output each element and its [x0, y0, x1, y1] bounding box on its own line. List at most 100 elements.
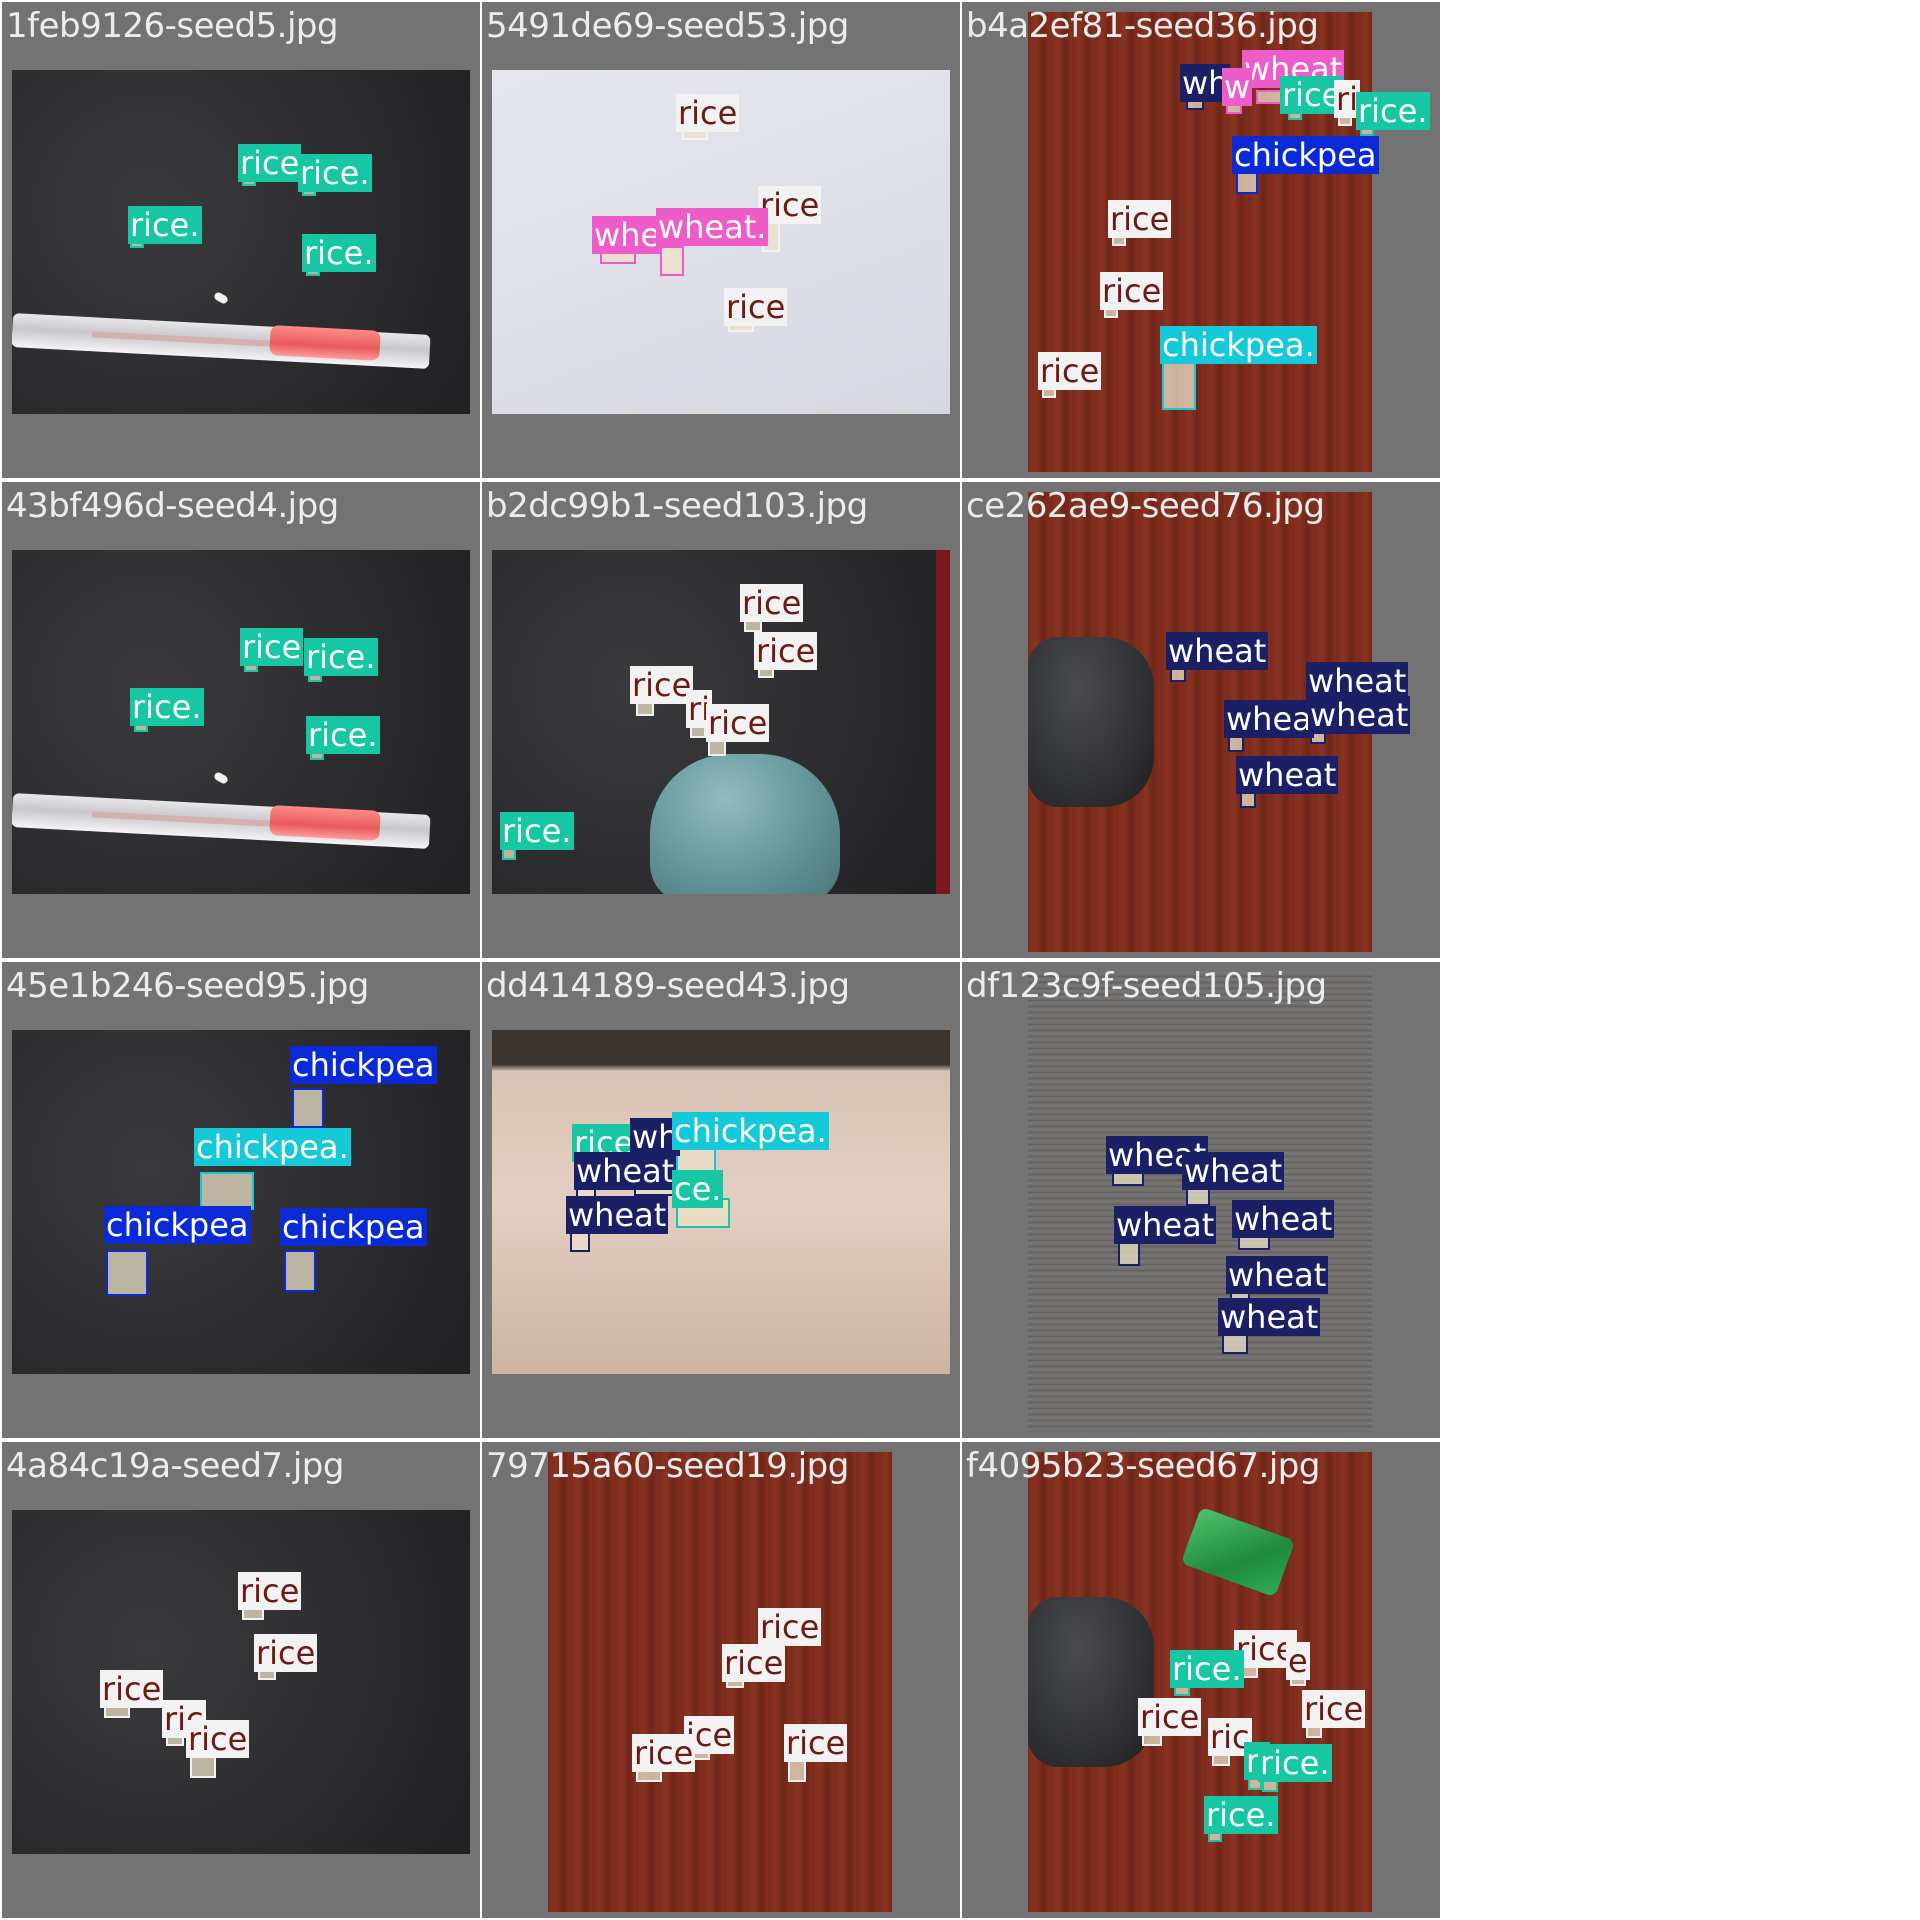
detection-label: rice.	[1170, 1650, 1244, 1688]
detection-label: wheat.	[656, 208, 769, 246]
tile-photo	[12, 550, 470, 894]
detection-label: rice.	[1204, 1796, 1278, 1834]
detection-label: rice	[1302, 1690, 1366, 1728]
detection-box	[1236, 172, 1258, 194]
detection-label: ce.	[672, 1170, 724, 1208]
tile-photo	[12, 70, 470, 414]
detection-label: wheat	[1236, 756, 1339, 794]
detection-box	[292, 1088, 324, 1128]
image-tile: 45e1b246-seed95.jpg chickpea chickpea. chic…	[2, 962, 480, 1438]
detection-label: chickpea.	[194, 1128, 351, 1166]
detection-label: rice	[238, 1572, 302, 1610]
detection-label: rice.	[130, 688, 204, 726]
detection-label: rice.	[298, 154, 372, 192]
bag-edge	[936, 550, 950, 894]
tile-filename: dd414189-seed43.jpg	[486, 966, 850, 1006]
detection-label: whe	[592, 216, 663, 254]
detection-label: rice	[100, 1670, 164, 1708]
detection-box	[1256, 90, 1282, 104]
tile-filename: f4095b23-seed67.jpg	[966, 1446, 1320, 1486]
earbuds-case-prop	[1028, 637, 1154, 807]
detection-label: rice.	[304, 638, 378, 676]
detection-label: rice	[1108, 200, 1172, 238]
detection-label: wheat	[1306, 662, 1409, 700]
tile-filename: 5491de69-seed53.jpg	[486, 6, 849, 46]
detection-label: rice.	[1356, 92, 1430, 130]
detection-label: rice	[758, 186, 822, 224]
detection-label: rice	[1280, 76, 1344, 114]
detection-box	[284, 1250, 316, 1292]
detection-label: e	[1286, 1642, 1310, 1680]
detection-label: wheat	[1166, 632, 1269, 670]
detection-label: chickpea	[290, 1046, 437, 1084]
detection-label: rice	[240, 628, 304, 666]
detection-label: whea	[1224, 700, 1314, 738]
detection-label: rice	[630, 666, 694, 704]
earbud-case-prop	[650, 754, 840, 894]
detection-label: wheat	[574, 1152, 677, 1190]
detection-label: wheat	[566, 1196, 669, 1234]
pen-grip	[269, 325, 381, 361]
tile-filename: 1feb9126-seed5.jpg	[6, 6, 339, 46]
tile-filename: b2dc99b1-seed103.jpg	[486, 486, 868, 526]
detection-box	[1162, 362, 1196, 410]
detection-label: chickpea	[104, 1206, 251, 1244]
detection-label: chickpea	[280, 1208, 427, 1246]
tile-filename: 4a84c19a-seed7.jpg	[6, 1446, 344, 1486]
tile-filename: 79715a60-seed19.jpg	[486, 1446, 849, 1486]
detection-label: rice.	[302, 234, 376, 272]
detection-label: wheat	[1232, 1200, 1335, 1238]
detection-label: wheat	[1308, 696, 1411, 734]
detection-label: rice	[1138, 1698, 1202, 1736]
detection-label: rice	[758, 1608, 822, 1646]
detection-label: rice.	[1258, 1744, 1332, 1782]
detection-box	[106, 1250, 148, 1296]
detection-label: wheat	[1182, 1152, 1285, 1190]
detection-label: ri	[1334, 80, 1361, 118]
loose-seed	[212, 771, 230, 785]
detection-label: rice	[706, 704, 770, 742]
detection-label: rice.	[128, 206, 202, 244]
detection-label: w	[1222, 68, 1253, 106]
detection-box	[660, 246, 684, 276]
tile-filename: b4a2ef81-seed36.jpg	[966, 6, 1319, 46]
detection-label: rice	[754, 632, 818, 670]
detection-label: rice	[1038, 352, 1102, 390]
detection-label: chickpea.	[1160, 326, 1317, 364]
detection-label: rice	[676, 94, 740, 132]
detection-label: rice	[238, 144, 302, 182]
detection-label: rice	[1100, 272, 1164, 310]
detection-label: rice	[784, 1724, 848, 1762]
tile-photo	[12, 1510, 470, 1854]
detection-label: rice	[722, 1644, 786, 1682]
pen-grip	[269, 805, 381, 841]
detection-box	[200, 1172, 254, 1210]
detection-box	[1186, 1188, 1210, 1206]
detection-label: wheat	[1226, 1256, 1329, 1294]
loose-seed	[212, 291, 230, 305]
detection-label: rice.	[306, 716, 380, 754]
detection-label: chickpea	[1232, 136, 1379, 174]
detection-label: wheat	[1218, 1298, 1321, 1336]
detection-label: rice	[254, 1634, 318, 1672]
detection-label: rice.	[500, 812, 574, 850]
tile-photo	[548, 1452, 892, 1912]
detection-label: rice	[186, 1720, 250, 1758]
detection-label: wheat	[1114, 1206, 1217, 1244]
tile-filename: ce262ae9-seed76.jpg	[966, 486, 1325, 526]
detection-label: rice	[632, 1734, 696, 1772]
green-packet-prop	[1180, 1506, 1296, 1598]
earbuds-case-prop	[1028, 1597, 1154, 1767]
tile-filename: 45e1b246-seed95.jpg	[6, 966, 369, 1006]
